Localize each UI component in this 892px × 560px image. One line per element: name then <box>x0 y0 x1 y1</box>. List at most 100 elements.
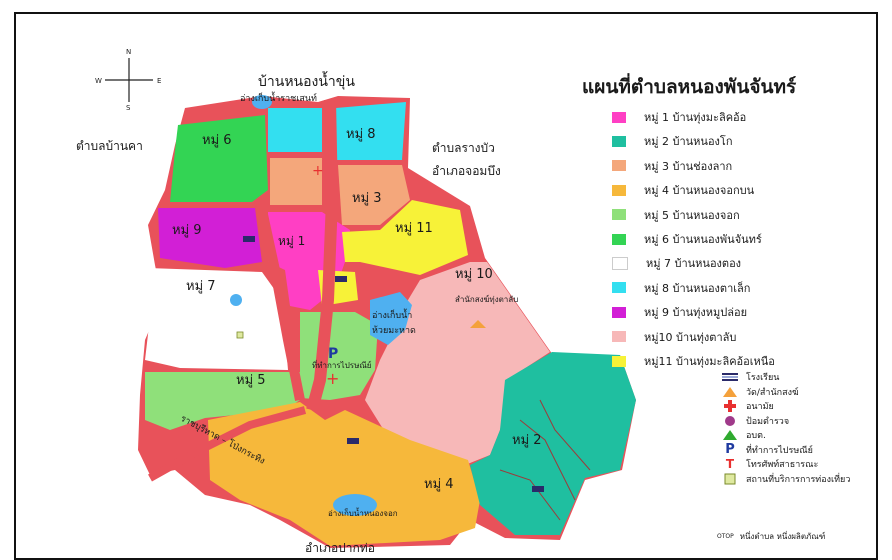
legend-item: หมู่ 1 บ้านทุ่งมะลิคอ้อ <box>612 108 746 126</box>
health-station-icon: + <box>326 369 339 388</box>
village-3-area <box>270 158 322 205</box>
legend-label: หมู่10 บ้านทุ่งตาลับ <box>644 330 737 344</box>
legend-label: หมู่11 บ้านทุ่งมะลิคอ้อเหนือ <box>644 355 775 368</box>
village-7-area <box>145 268 288 370</box>
legend-swatch <box>612 111 626 123</box>
compass-n: N <box>126 48 131 56</box>
symbol-label: โรงเรียน <box>746 373 780 383</box>
village-7-pond <box>230 294 242 306</box>
legend-item: หมู่ 8 บ้านหนองตาเล็ก <box>612 279 750 297</box>
school-icon <box>532 486 544 492</box>
village-5b-area <box>145 372 300 430</box>
south-reservoir-label: อ่างเก็บน้ำหนองจอก <box>328 507 398 518</box>
main-road-west <box>257 208 305 401</box>
legend-swatch <box>612 209 626 221</box>
tambon-office-icon <box>720 428 740 442</box>
temple-10-label: สำนักสงฆ์ทุ่งตาลับ <box>455 294 518 304</box>
village-8b-area <box>336 102 406 160</box>
otop-label: หนึ่งตำบล หนึ่งผลิตภัณฑ์ <box>739 532 826 541</box>
symbol-label: อบต. <box>746 431 766 441</box>
legend-swatch <box>612 306 626 318</box>
post-office-label: ที่ทำการไปรษณีย์ <box>312 359 371 370</box>
symbol-label: อนามัย <box>746 402 774 412</box>
symbol-legend-item: T โทรศัพท์สาธารณะ <box>720 457 818 471</box>
symbol-legend-item: ป้อมตำรวจ <box>720 414 789 428</box>
village-1-label: หมู่ 1 <box>278 234 305 249</box>
village-3b-area <box>338 165 410 225</box>
legend-label: หมู่ 8 บ้านหนองตาเล็ก <box>644 281 751 295</box>
legend-swatch <box>612 355 626 367</box>
legend-label: หมู่ 5 บ้านหนองจอก <box>644 208 740 222</box>
village-9-area <box>158 208 262 268</box>
main-road-north <box>306 99 339 412</box>
compass-rose-icon: N S E W <box>95 48 161 112</box>
legend-swatch <box>612 233 626 245</box>
east-district-label: อำเภอจอมบึง <box>432 164 501 178</box>
legend-label: หมู่ 1 บ้านทุ่งมะลิคอ้อ <box>644 111 747 124</box>
legend-title: แผนที่ตำบลหนองพันจันทร์ <box>582 76 797 98</box>
road-southwest <box>148 406 307 482</box>
school-icon <box>347 438 359 444</box>
central-reservoir-water <box>370 292 412 345</box>
symbol-legend-item: สถานที่บริการการท่องเที่ยว <box>720 472 850 486</box>
otop-legend-row: OTOP หนึ่งตำบล หนึ่งผลิตภัณฑ์ <box>717 530 825 543</box>
village-6-area <box>170 115 268 202</box>
otop-code: OTOP <box>717 533 734 540</box>
central-reservoir-label-1: อ่างเก็บน้ำ <box>372 308 412 321</box>
legend-label: หมู่ 3 บ้านช่องลาก <box>644 159 733 173</box>
central-reservoir-label-2: ห้วยมะหาด <box>372 325 416 336</box>
south-reservoir-water <box>333 494 377 516</box>
village-2-label: หมู่ 2 <box>512 433 542 448</box>
health-station-icon <box>720 399 740 413</box>
legend-item: หมู่ 9 บ้านทุ่งหมูปล่อย <box>612 303 747 321</box>
symbol-legend-item: อนามัย <box>720 399 774 413</box>
legend-swatch <box>612 135 626 147</box>
legend-label: หมู่ 4 บ้านหนองจอกบน <box>644 184 755 198</box>
legend-item: หมู่10 บ้านทุ่งตาลับ <box>612 328 736 346</box>
legend-swatch <box>612 160 626 172</box>
legend-swatch <box>612 282 626 294</box>
post-office-icon: P <box>328 346 338 362</box>
telephone-icon: T <box>725 457 735 471</box>
village-9-label: หมู่ 9 <box>172 223 202 238</box>
village-3-label: หมู่ 3 <box>352 191 382 206</box>
village-11-area <box>342 200 468 275</box>
compass-w: W <box>95 77 102 85</box>
school-icon <box>335 276 347 282</box>
village-4-area <box>208 402 480 546</box>
legend-item: หมู่ 5 บ้านหนองจอก <box>612 206 740 224</box>
symbol-legend-item: อบต. <box>720 428 766 442</box>
legend-item: หมู่ 3 บ้านช่องลาก <box>612 157 732 175</box>
east-tambon-label: ตำบลรางบัว <box>432 141 495 155</box>
health-station-icon: + <box>312 163 324 179</box>
tourist-spot-icon <box>720 472 740 486</box>
legend-label: หมู่ 6 บ้านหนองพันจันทร์ <box>644 233 762 246</box>
legend-item: หมู่ 4 บ้านหนองจอกบน <box>612 181 754 199</box>
village-2-area <box>470 352 636 535</box>
symbol-legend-item: โรงเรียน <box>720 370 779 384</box>
village-4-label: หมู่ 4 <box>424 477 454 492</box>
legend-item: หมู่ 7 บ้านหนองตอง <box>612 254 741 272</box>
west-tambon-label: ตำบลบ้านคา <box>76 139 143 153</box>
north-reservoir-water <box>252 95 272 109</box>
north-reservoir-label: อ่างเก็บน้ำราชเสนท์ <box>240 91 317 104</box>
symbol-label: โทรศัพท์สาธารณะ <box>746 460 819 470</box>
village-5-label: หมู่ 5 <box>236 373 266 388</box>
compass-e: E <box>157 77 161 85</box>
legend-swatch <box>612 184 626 196</box>
village-10-area <box>365 262 550 465</box>
compass-s: S <box>126 104 131 112</box>
village-6-label: หมู่ 6 <box>202 133 232 148</box>
legend-item: หมู่11 บ้านทุ่งมะลิคอ้อเหนือ <box>612 352 775 370</box>
symbol-label: วัด/สำนักสงฆ์ <box>746 387 799 398</box>
post-office-icon: P <box>725 442 735 457</box>
legend-item: หมู่ 2 บ้านหนองโก <box>612 132 733 150</box>
village-7-label: หมู่ 7 <box>186 279 216 294</box>
legend-swatch <box>612 331 626 343</box>
symbol-legend-item: วัด/สำนักสงฆ์ <box>720 385 799 399</box>
village-8-area <box>268 108 322 152</box>
legend-item: หมู่ 6 บ้านหนองพันจันทร์ <box>612 230 762 248</box>
school-icon <box>720 370 740 384</box>
